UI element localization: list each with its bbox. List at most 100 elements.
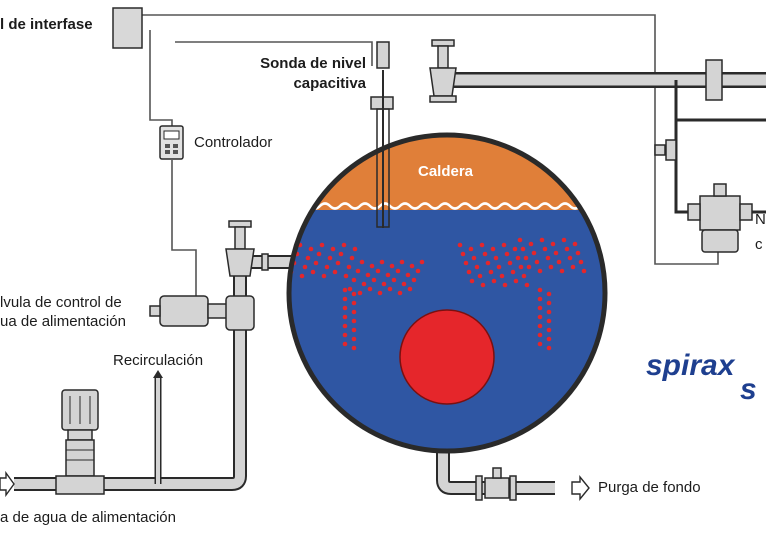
bottom-blowdown-label: Purga de fondo [598,479,701,496]
bubble [351,291,357,297]
bubble [361,281,367,287]
bubble [513,278,519,284]
bubble [405,272,411,278]
bubble [537,332,543,338]
bubble [559,268,565,274]
bubble [407,286,413,292]
bubble [517,237,523,243]
bubble [471,255,477,261]
level-probe-label-line1: Sonda de nivel [260,55,366,72]
bubble [550,241,556,247]
bubble [578,259,584,265]
bubble [534,259,540,265]
bubble [371,277,377,283]
bubble [330,246,336,252]
bubble [401,281,407,287]
bubble [324,264,330,270]
controller-icon [159,125,184,160]
bubble [327,255,333,261]
bubble [319,242,325,248]
level-probe [370,41,394,228]
blowdown-arrow-icon [571,475,590,501]
bubble [570,264,576,270]
bubble [510,269,516,275]
feed-pump-label: a de agua de alimentación [0,509,176,526]
bubble [357,290,363,296]
control-valve-label-line1: lvula de control de [0,294,122,311]
bubble [463,260,469,266]
bubble [501,242,507,248]
water-surface [289,202,605,210]
bubble [389,263,395,269]
vessel-shell [286,132,608,454]
bubble [387,286,393,292]
bubble [466,269,472,275]
control-valve-icon [149,295,255,331]
bubble [490,246,496,252]
recirculation-arrow-icon [153,370,163,378]
bubble [349,255,355,261]
bubble [341,242,347,248]
right-label-line1: N [755,211,766,228]
bubble [338,251,344,257]
controller-label: Controlador [194,134,273,151]
bubble [515,255,521,261]
feed-pump-icon [55,389,105,495]
bubble [343,273,349,279]
bubble [342,341,348,347]
bubble [548,264,554,270]
bubble [351,300,357,306]
bubble [564,246,570,252]
bubble [299,273,305,279]
bubble [308,246,314,252]
bubble [310,269,316,275]
bubble [546,318,552,324]
bubble [351,309,357,315]
bubble [537,323,543,329]
bubble [381,281,387,287]
bubble [347,286,353,292]
bubble [524,282,530,288]
bubble [480,282,486,288]
brand-logo-line2: s [740,373,757,406]
bubble [351,318,357,324]
bubble [379,259,385,265]
bubble [537,287,543,293]
bubble [395,268,401,274]
bubble [523,255,529,261]
bubble [355,268,361,274]
interface-unit-label: l de interfase [0,16,93,33]
bubble [321,273,327,279]
bubble [553,250,559,256]
feed-valve-icon [225,220,269,277]
bubble [367,286,373,292]
bubble [504,251,510,257]
bubble [351,345,357,351]
brand-logo-line1: spirax [646,349,735,382]
bubble [365,272,371,278]
bubble [546,300,552,306]
bubble [351,336,357,342]
bubble [342,332,348,338]
right-label-line2: c [755,236,763,253]
bubble [537,296,543,302]
fire-tube [399,309,495,405]
bubble [391,277,397,283]
bubble [575,250,581,256]
bubble [537,314,543,320]
bubble [537,341,543,347]
bubble [496,264,502,270]
control-valve-label-line2: ua de alimentación [0,313,126,330]
bubble [351,327,357,333]
bubble [507,260,513,266]
bubble [342,305,348,311]
feedwater-pipes [14,255,292,491]
bubble [546,327,552,333]
bubble [546,309,552,315]
bubble [342,314,348,320]
bubble [488,269,494,275]
bubble [409,263,415,269]
bubble [567,255,573,261]
